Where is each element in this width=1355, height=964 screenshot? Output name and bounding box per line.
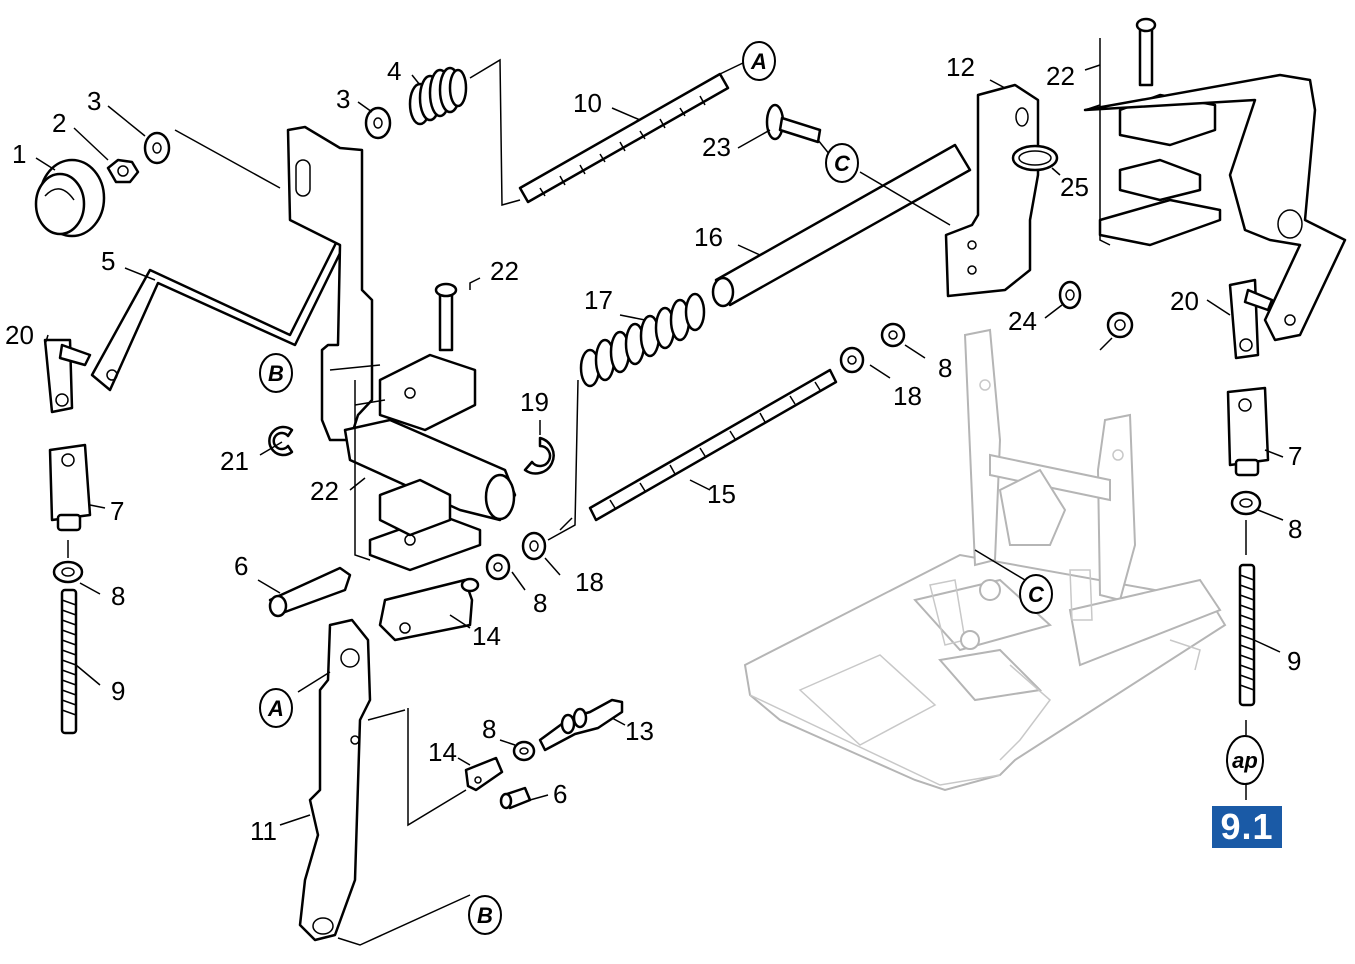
bent-pin-part [268,566,352,618]
clevis-pin-part [1228,278,1274,360]
part-label: 21 [220,446,249,476]
reference-marker-a: A [742,41,776,81]
part-label: 23 [702,132,731,162]
reference-markers: A A B B C C ap [259,41,1264,935]
reference-marker-c-label: C [1028,582,1045,607]
threaded-rod-part [1238,563,1256,707]
reference-marker-c-label: C [834,151,851,176]
reference-marker-b: B [259,353,293,393]
e-clip-part [268,425,294,457]
washer-part [143,131,171,165]
part-label: 22 [490,256,519,286]
part-label: 8 [482,714,496,744]
clamp-block-assembly-part [1098,17,1222,247]
reference-marker-c: C [825,143,859,183]
part-number-labels: 1 2 3 3 4 5 6 6 7 7 8 8 8 8 8 9 9 10 11 … [5,52,1302,846]
pin-part [499,786,532,810]
part-label: 6 [234,551,248,581]
clevis-pin-part [43,338,92,414]
part-label: 20 [1170,286,1199,316]
part-label: 18 [575,567,604,597]
part-label: 6 [553,779,567,809]
hex-nut-part [485,553,511,581]
part-label: 12 [946,52,975,82]
part-label: 1 [12,139,26,169]
long-threaded-rod-part [588,368,838,522]
part-label: 22 [310,476,339,506]
clamp-block-assembly-part [343,282,517,572]
washer-part [1058,280,1082,310]
coil-spring-short-part [408,66,468,126]
clevis-yoke-part [48,443,92,532]
part-label: 15 [707,479,736,509]
part-label: 7 [1288,441,1302,471]
pivot-lever-part [1083,73,1347,342]
part-label: 16 [694,222,723,252]
reference-marker-c: C [1019,574,1053,614]
part-label: 8 [1288,514,1302,544]
carriage-bolt-part [765,103,822,144]
reference-marker-ap-label: ap [1232,748,1258,773]
hex-nut-part [512,740,536,762]
reference-marker-ap: ap [1226,735,1264,785]
clevis-yoke-part [1226,386,1270,477]
knob-part [34,158,106,238]
part-label: 9 [111,676,125,706]
part-label: 9 [1287,646,1301,676]
part-label: 7 [110,496,124,526]
bent-linkage-rod-part [90,233,347,392]
part-label: 8 [938,353,952,383]
part-label: 19 [520,387,549,417]
part-label: 25 [1060,172,1089,202]
part-label: 11 [250,816,277,846]
part-label: 3 [87,86,101,116]
part-label: 10 [573,88,602,118]
vertical-bracket-part [944,83,1040,298]
lever-arm-part [298,618,372,942]
part-label: 8 [111,581,125,611]
mounting-bracket-plate-part [286,125,374,442]
washer-part [521,531,547,561]
nut-part [106,158,140,184]
washer-part [364,106,392,140]
part-label: 24 [1008,306,1037,336]
washer-part [839,346,865,374]
hex-nut-part [880,322,906,348]
e-clip-part [523,436,555,475]
tube-part [711,143,972,308]
reference-marker-a-label: A [750,49,767,74]
reference-marker-b: B [468,895,502,935]
part-label: 22 [1046,61,1075,91]
long-threaded-rod-part [518,72,730,204]
part-label: 14 [472,621,501,651]
reference-marker-a-label: A [267,696,284,721]
part-label: 4 [387,56,401,86]
machine-frame-illustration [743,328,1227,792]
cable-end-fitting-part [538,698,624,752]
threaded-rod-part [60,588,78,735]
clevis-fork-part [378,577,480,642]
part-label: 8 [533,588,547,618]
clevis-fork-small-part [464,756,504,792]
hex-nut-part [1106,311,1134,339]
cable-clip-part [1011,144,1059,172]
reference-marker-b-label: B [477,903,493,928]
part-label: 17 [584,285,613,315]
reference-marker-b-label: B [268,361,284,386]
part-label: 14 [428,737,457,767]
part-label: 3 [336,84,350,114]
hex-nut-part [1230,490,1262,516]
part-label: 18 [893,381,922,411]
page-reference-badge: 9.1 [1212,806,1282,848]
part-label: 5 [101,246,115,276]
hex-nut-part [52,560,84,584]
part-label: 13 [625,716,654,746]
reference-marker-a: A [259,688,293,728]
part-label: 2 [52,108,66,138]
part-label: 20 [5,320,34,350]
coil-spring-long-part [579,292,706,388]
